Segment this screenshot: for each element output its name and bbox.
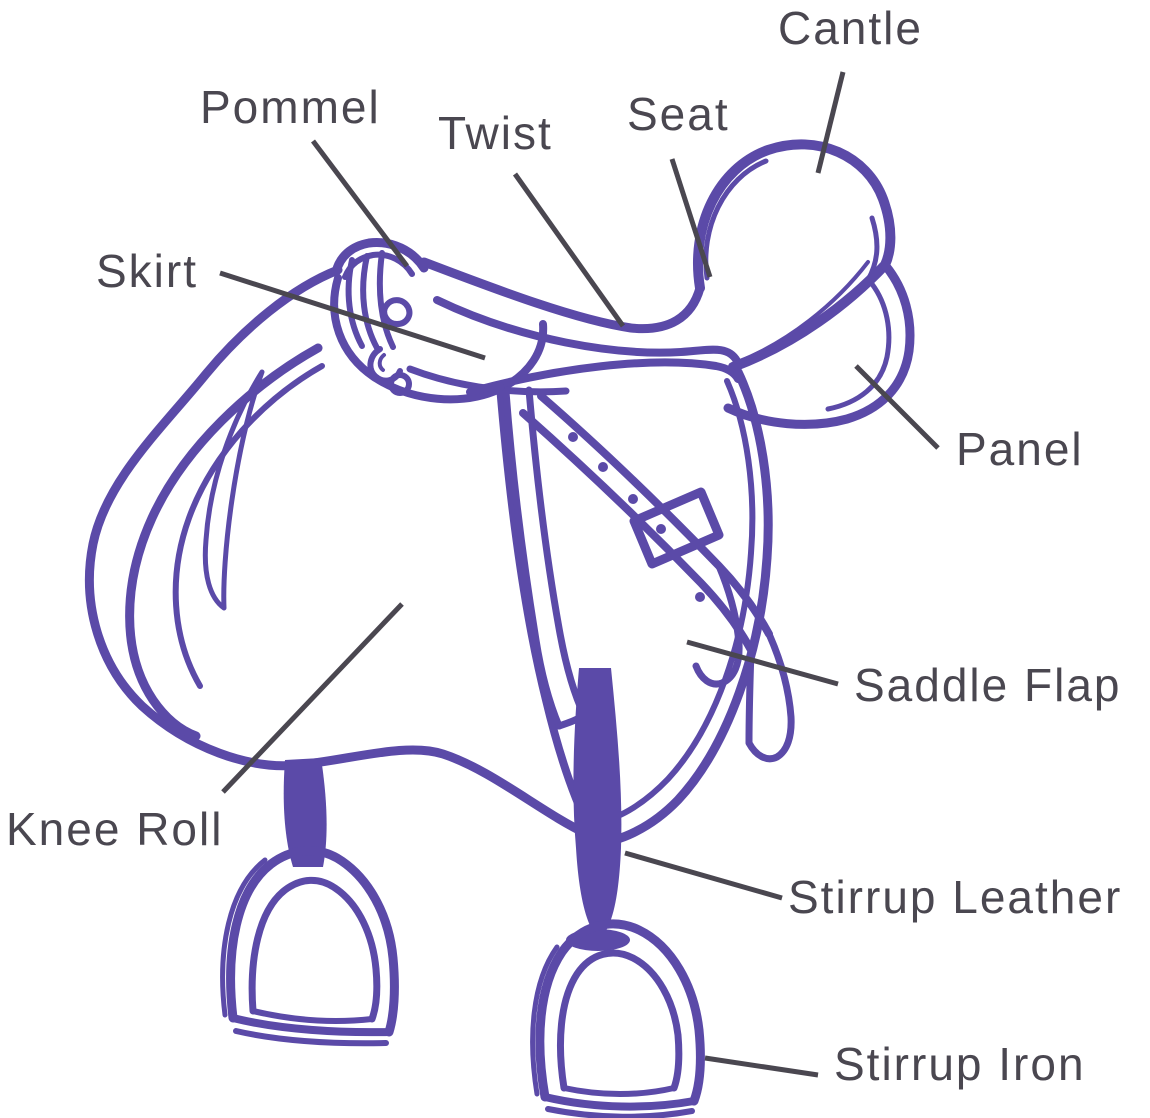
keeper-point: [692, 562, 743, 688]
stirrup-iron-left-tread-inner: [250, 1008, 375, 1024]
leader-line-skirt: [219, 270, 486, 361]
leader-line-panel: [854, 364, 940, 450]
seat-lower-curve: [433, 296, 741, 365]
stirrup-iron-right-tread-bar: [541, 1093, 698, 1111]
buckle-strap-tip: [745, 630, 795, 763]
stirrup-leather-right: [573, 668, 622, 939]
cantle-inner-line: [703, 158, 769, 281]
label-knee-roll: Knee Roll: [6, 803, 224, 855]
knee-roll-highlight: [202, 369, 265, 611]
leader-line-pommel: [311, 139, 409, 268]
label-panel: Panel: [956, 423, 1084, 475]
leader-line-knee-roll: [221, 602, 404, 794]
stirrup-leather-left: [283, 758, 327, 867]
leader-line-cantle: [815, 71, 846, 174]
stirrup-iron-right-tread-inner: [561, 1085, 677, 1097]
left-flap-outline: [84, 265, 592, 839]
stirrup-iron-right: [535, 919, 705, 1106]
leader-line-stirrup-iron: [704, 1055, 819, 1078]
leader-lines-group: [219, 71, 940, 1078]
strap-holes: [568, 432, 705, 602]
gullet-line-1: [345, 257, 365, 349]
stirrup-iron-right-inner: [557, 949, 683, 1092]
label-seat: Seat: [627, 88, 730, 140]
knee-roll-shape: [125, 343, 323, 741]
leader-line-twist: [512, 172, 626, 328]
leader-line-stirrup-leather: [624, 850, 783, 901]
label-pommel: Pommel: [200, 81, 381, 133]
billet-strap-edge-2: [525, 386, 588, 719]
dee-ring: [381, 297, 413, 327]
label-skirt: Skirt: [96, 245, 198, 297]
panel-face-line: [736, 260, 870, 364]
label-cantle: Cantle: [778, 2, 923, 54]
pommel-shape: [331, 238, 429, 277]
saddle-flap-top-edge: [466, 358, 742, 396]
stirrup-iron-right-tread-bar-2: [545, 1106, 695, 1118]
gullet-line-3: [376, 250, 396, 350]
stirrup-iron-left-tread-bar-2: [233, 1028, 389, 1047]
label-stirrup-leather: Stirrup Leather: [788, 871, 1123, 923]
stirrup-iron-left-tread-bar: [229, 1014, 393, 1037]
cantle-shape: [692, 139, 896, 372]
leader-line-saddle-flap: [686, 639, 839, 687]
seat-curve: [419, 257, 705, 334]
panel-shape: [723, 260, 915, 429]
stirrup-iron-right-sketch-line: [530, 944, 560, 1097]
stirrup-iron-left-sketch-line: [220, 857, 268, 1018]
label-twist: Twist: [438, 107, 553, 159]
stirrup-iron-left-inner: [248, 876, 381, 1023]
cantle-right-inner-line: [865, 215, 880, 283]
stirrup-bar-hook-inner: [377, 353, 386, 372]
label-saddle-flap: Saddle Flap: [854, 659, 1122, 711]
skirt-shape: [330, 274, 548, 404]
leader-line-seat: [669, 158, 713, 278]
billet-strap-edge-1: [502, 388, 563, 730]
buckle: [629, 487, 724, 569]
knee-roll-inner-line: [172, 363, 325, 689]
label-stirrup-iron: Stirrup Iron: [834, 1038, 1086, 1090]
stirrup-iron-left: [226, 846, 399, 1037]
saddle-drawing-group: [84, 139, 915, 1118]
panel-inner-line: [825, 281, 892, 412]
gullet-line-2: [360, 253, 380, 351]
